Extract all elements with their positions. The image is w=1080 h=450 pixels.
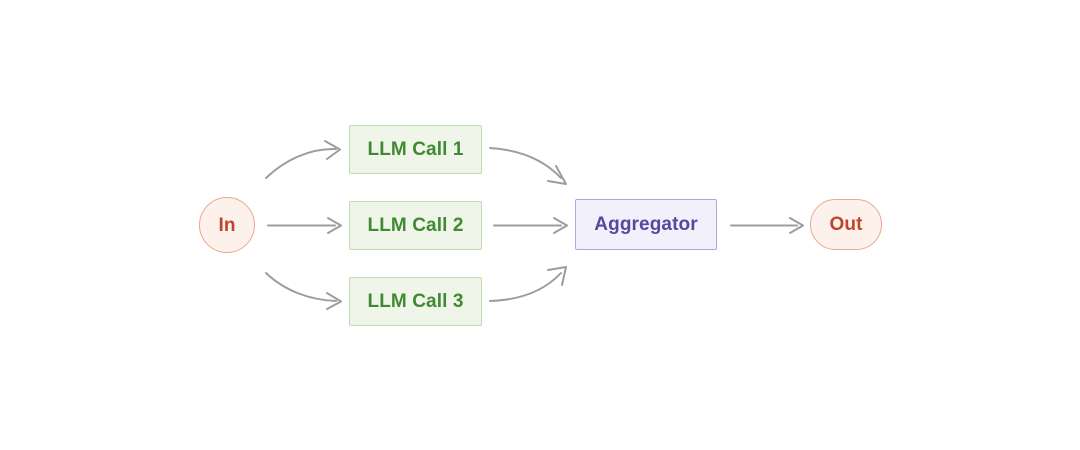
node-in-label: In [218, 214, 236, 236]
node-llm-call-2-label: LLM Call 2 [367, 215, 464, 236]
node-out-label: Out [829, 214, 863, 235]
node-llm-call-3[interactable]: LLM Call 3 [349, 277, 482, 326]
edge-in-to-llm-call-1 [265, 140, 341, 179]
node-llm-call-1[interactable]: LLM Call 1 [349, 125, 482, 174]
edge-llm-call-1-to-aggregator [489, 147, 567, 185]
edge-llm-call-2-to-aggregator [493, 217, 568, 234]
node-llm-call-2[interactable]: LLM Call 2 [349, 201, 482, 250]
node-in[interactable]: In [199, 197, 255, 253]
edge-aggregator-to-out [730, 217, 804, 234]
edge-in-to-llm-call-3 [265, 272, 342, 310]
node-llm-call-1-label: LLM Call 1 [367, 139, 464, 160]
edge-in-to-llm-call-2 [267, 217, 342, 234]
node-out[interactable]: Out [810, 199, 882, 250]
edge-llm-call-3-to-aggregator [489, 266, 567, 302]
node-aggregator[interactable]: Aggregator [575, 199, 717, 250]
node-llm-call-3-label: LLM Call 3 [367, 291, 464, 312]
node-aggregator-label: Aggregator [594, 214, 698, 235]
